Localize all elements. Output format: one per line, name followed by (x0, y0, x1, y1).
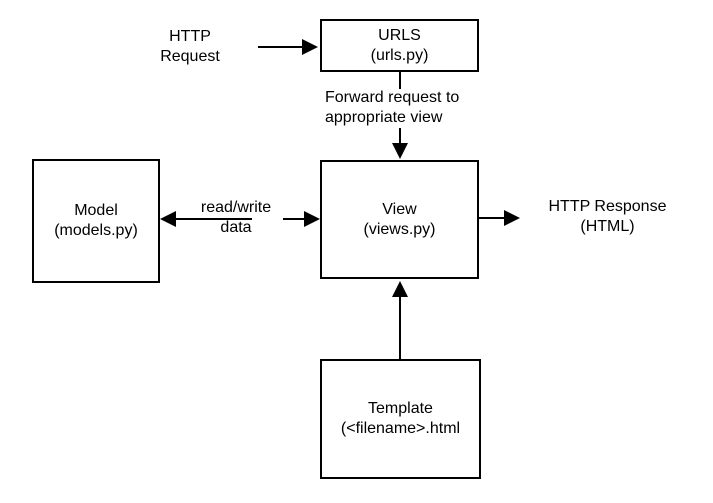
arrow-urls-to-view-line-upper (399, 72, 401, 89)
arrow-view-to-response-line (479, 217, 505, 219)
template-box-label-line2: (<filename>.html (340, 420, 461, 437)
urls-box-label-line1: URLS (378, 26, 421, 44)
arrowhead-up-icon (392, 281, 408, 297)
http-response-label: HTTP Response (HTML) (525, 197, 690, 237)
arrowhead-right-icon (504, 210, 520, 226)
arrowhead-right-icon (304, 211, 320, 227)
arrow-http-request-to-urls-line (258, 46, 303, 48)
urls-box-label-line2: (urls.py) (370, 46, 429, 64)
arrow-urls-to-view-line-lower (399, 128, 401, 144)
read-write-data-label-line2: data (220, 219, 252, 236)
read-write-data-label-line1: read/write (200, 199, 272, 216)
read-write-data-label: read/write data (190, 198, 282, 238)
http-request-label: HTTP Request (140, 27, 240, 67)
arrow-template-to-view-line (399, 296, 401, 359)
arrowhead-left-icon (160, 211, 176, 227)
http-response-label-line1: HTTP Response (548, 198, 667, 215)
http-response-label-line2: (HTML) (580, 218, 635, 235)
arrowhead-right-icon (302, 39, 318, 55)
arrow-model-view-line-left (175, 218, 252, 220)
template-box: Template (<filename>.html (320, 359, 481, 479)
urls-box: URLS (urls.py) (320, 19, 479, 72)
forward-request-label-line1: Forward request to (325, 89, 460, 106)
template-box-label-line1: Template (368, 400, 433, 417)
view-box-label-line1: View (382, 200, 417, 218)
model-box-label-line1: Model (74, 202, 118, 219)
http-request-label-line1: HTTP (169, 28, 211, 45)
arrowhead-down-icon (392, 143, 408, 159)
model-box-label-line2: (models.py) (54, 222, 138, 239)
http-request-label-line2: Request (160, 48, 220, 65)
view-box: View (views.py) (320, 160, 479, 279)
forward-request-label: Forward request to appropriate view (325, 88, 495, 128)
arrow-model-view-line-right (283, 218, 305, 220)
view-box-label-line2: (views.py) (363, 220, 436, 238)
forward-request-label-line2: appropriate view (325, 109, 443, 126)
model-box: Model (models.py) (32, 159, 160, 283)
